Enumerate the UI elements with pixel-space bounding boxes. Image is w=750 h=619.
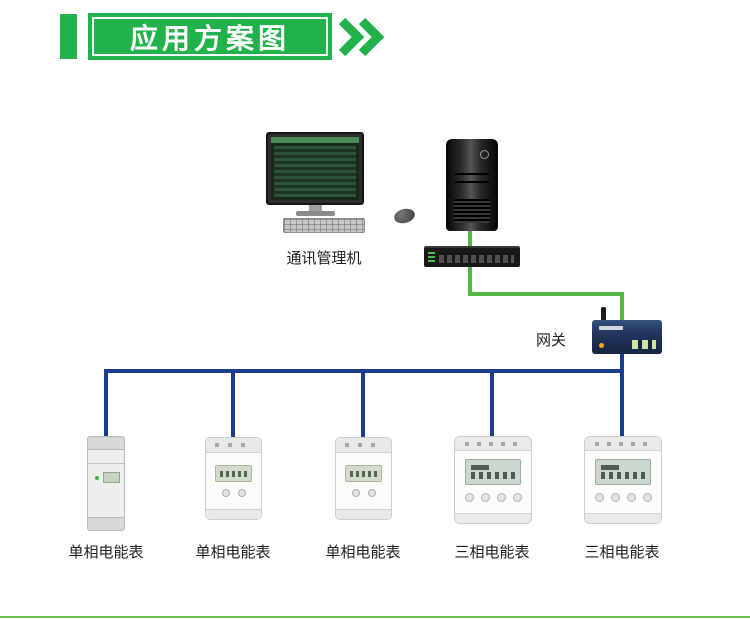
meter-label-5: 三相电能表 (584, 544, 660, 561)
meter-terminal-cover-bottom (206, 509, 261, 519)
monitoring-software-titlebar (271, 137, 359, 143)
meter-button (464, 493, 474, 502)
meter-terminal-cover-bottom (336, 509, 391, 519)
gateway-label: 网关 (535, 332, 566, 349)
meter-button (496, 493, 506, 502)
meter-buttons (206, 489, 261, 497)
meter-label-2: 单相电能表 (195, 544, 271, 561)
monitoring-software-table (274, 146, 356, 197)
tower-power-button (480, 150, 489, 159)
keyboard-icon (283, 218, 365, 233)
tower-drive-slot-2 (455, 181, 489, 183)
monitor-stand-neck (309, 205, 322, 212)
meter-lcd (103, 472, 120, 483)
bus-drop-meter-3 (361, 371, 365, 437)
meter-button (610, 493, 620, 502)
switch-ports (439, 255, 514, 263)
monitor-screen (271, 137, 359, 200)
single-phase-meter-icon (335, 437, 392, 520)
meter-terminal-cover-top (455, 437, 531, 451)
meter-lcd (345, 465, 382, 482)
meter-label-4: 三相电能表 (454, 544, 530, 561)
bus-drop-meter-2 (231, 371, 235, 437)
meter-button (351, 489, 360, 497)
header-accent-bar (60, 14, 77, 59)
meter-label-3: 单相电能表 (325, 544, 401, 561)
desktop-computer-icon (266, 132, 364, 205)
meter-button (237, 489, 246, 497)
meter-button (367, 489, 376, 497)
three-phase-meter-icon (584, 436, 662, 524)
meter-terminal-cover-bottom (88, 517, 124, 530)
bus-drop-meter-5 (620, 371, 624, 437)
meter-lcd (465, 459, 521, 485)
cable-switch-down (468, 267, 472, 296)
single-phase-meter-icon (205, 437, 262, 520)
meter-terminal-cover-bottom (455, 513, 531, 523)
tower-server-icon (446, 139, 498, 231)
meter-lcd (595, 459, 651, 485)
station-label: 通讯管理机 (286, 250, 362, 267)
gateway-logo-mark (599, 326, 623, 330)
meter-button (512, 493, 522, 502)
gateway-router-icon (592, 320, 662, 354)
tower-drive-slot (455, 173, 489, 175)
meter-buttons (336, 489, 391, 497)
meter-buttons (585, 493, 661, 502)
meter-button (480, 493, 490, 502)
bus-drop-meter-4 (490, 371, 494, 437)
din-rail-meter-icon (87, 436, 125, 531)
mouse-icon (392, 206, 417, 226)
meter-label-1: 单相电能表 (68, 544, 144, 561)
gateway-antenna (601, 307, 606, 322)
switch-status-leds (428, 252, 435, 263)
meter-terminal-cover-top (88, 437, 124, 450)
meter-button (626, 493, 636, 502)
double-chevron-icon (338, 17, 385, 57)
meter-terminal-cover-top (206, 438, 261, 453)
bus-drop-meter-1 (104, 371, 108, 437)
monitor-stand-base (296, 211, 335, 216)
meter-lcd (215, 465, 252, 482)
cable-tower-to-switch (468, 229, 472, 247)
cable-switch-to-gateway-horizontal (468, 292, 624, 296)
meter-button (642, 493, 652, 502)
network-switch-icon (424, 246, 520, 267)
meter-seam (88, 463, 124, 464)
meter-button (594, 493, 604, 502)
page-title: 应用方案图 (92, 17, 328, 56)
meter-pulse-led (95, 476, 99, 480)
meter-terminal-cover-top (336, 438, 391, 453)
tower-vent-grill (454, 199, 490, 223)
footer-divider-line (0, 616, 750, 618)
meter-button (221, 489, 230, 497)
gateway-status-led (599, 343, 604, 348)
cable-to-gateway (620, 292, 624, 321)
gateway-ports (632, 340, 656, 349)
meter-terminal-cover-top (585, 437, 661, 451)
three-phase-meter-icon (454, 436, 532, 524)
meter-buttons (455, 493, 531, 502)
title-banner: 应用方案图 (88, 13, 332, 60)
meter-terminal-cover-bottom (585, 513, 661, 523)
bus-gateway-drop (620, 353, 624, 371)
